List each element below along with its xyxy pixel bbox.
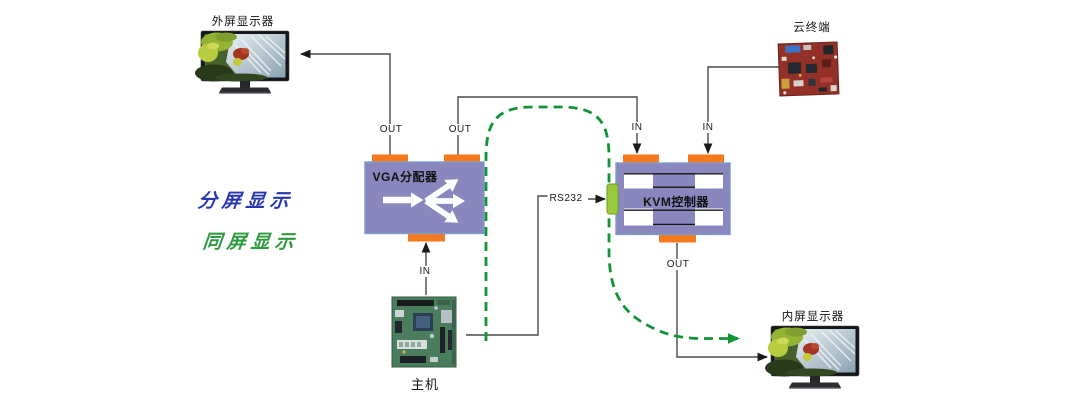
external-monitor-image	[194, 30, 290, 95]
vga-splitter-label: VGA分配器	[372, 170, 438, 184]
external-monitor-label: 外屏显示器	[211, 16, 275, 28]
vga-out-right-port-label: OUT	[446, 124, 474, 135]
rs232-port-label: RS232	[547, 192, 585, 204]
kvm-in-left-port-label: IN	[629, 122, 645, 133]
split-screen-legend: 分屏显示	[196, 190, 296, 212]
cloud-terminal-image	[777, 41, 840, 97]
vga-out-left-port-label: OUT	[377, 124, 405, 135]
host-label: 主机	[410, 377, 440, 392]
same-screen-dashed-path	[484, 105, 740, 344]
serial-connector	[606, 183, 619, 215]
internal-monitor-label: 内屏显示器	[781, 311, 845, 323]
kvm-in-right-port-label: IN	[700, 122, 716, 133]
kvm-controller-label: KVM控制器	[643, 195, 709, 209]
vga-splitter-box	[364, 154, 485, 242]
kvm-out-port-label: OUT	[664, 259, 692, 270]
cloud-terminal-label: 云终端	[793, 22, 831, 34]
host-image	[391, 296, 457, 368]
same-screen-legend: 同屏显示	[201, 231, 301, 253]
internal-monitor-image	[764, 325, 860, 390]
kvm-controller-box	[606, 154, 731, 243]
vga-in-port-label: IN	[417, 266, 433, 277]
